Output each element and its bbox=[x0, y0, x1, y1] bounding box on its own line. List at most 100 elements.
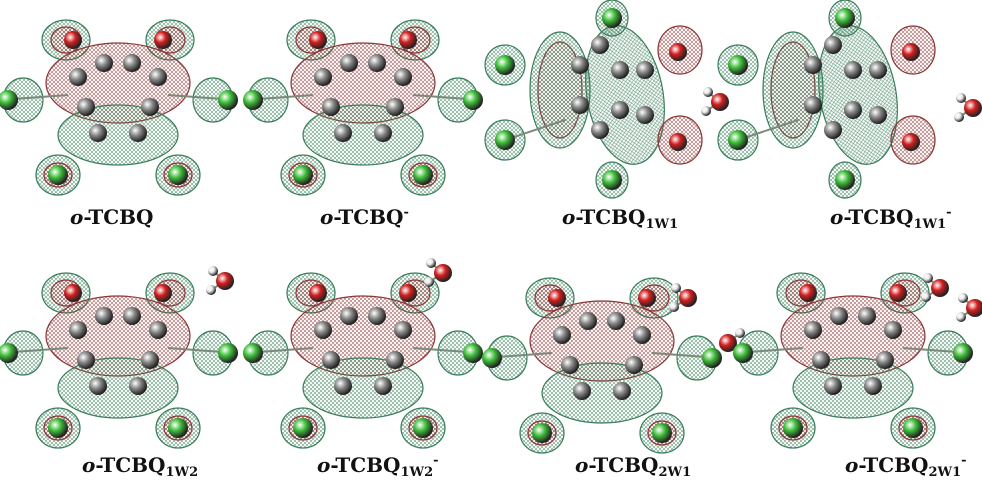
chlorine-atom bbox=[495, 130, 515, 150]
chlorine-atom bbox=[218, 343, 238, 363]
water-2-hydrogen bbox=[735, 328, 745, 338]
bond bbox=[504, 119, 566, 141]
chlorine-atom bbox=[48, 165, 68, 185]
chlorine-atom bbox=[293, 165, 313, 185]
carbon-atom bbox=[123, 54, 141, 72]
orbital-lobe-negative bbox=[302, 357, 424, 419]
panel-o-tcbq-1w2-anion: o-TCBQ1W2- bbox=[243, 243, 490, 486]
chlorine-atom bbox=[652, 423, 672, 443]
carbon-atom bbox=[95, 307, 113, 325]
carbon-atom bbox=[579, 312, 597, 330]
carbon-atom bbox=[830, 307, 848, 325]
carbon-atom bbox=[844, 101, 862, 119]
oxygen-atom bbox=[64, 31, 82, 49]
water-1-oxygen bbox=[711, 93, 729, 111]
carbon-atom bbox=[374, 124, 392, 142]
chlorine-atom bbox=[903, 418, 923, 438]
water-1-oxygen bbox=[679, 289, 697, 307]
carbon-atom bbox=[368, 307, 386, 325]
chlorine-atom bbox=[728, 55, 748, 75]
water-1-hydrogen bbox=[921, 292, 931, 302]
water-1-hydrogen bbox=[424, 277, 434, 287]
chlorine-atom bbox=[168, 418, 188, 438]
caption-o-tcbq-1w2-anion: o-TCBQ1W2- bbox=[317, 453, 439, 480]
carbon-atom bbox=[314, 321, 332, 339]
chlorine-atom bbox=[835, 170, 855, 190]
panel-o-tcbq-1w1-anion: o-TCBQ1W1- bbox=[717, 0, 982, 243]
chlorine-atom bbox=[413, 418, 433, 438]
bond bbox=[737, 119, 799, 141]
carbon-atom bbox=[633, 326, 651, 344]
oxygen-atom bbox=[889, 284, 907, 302]
carbon-atom bbox=[804, 96, 822, 114]
orbital-lobe-negative bbox=[541, 362, 663, 424]
molecule-o-tcbq-1w1-anion bbox=[717, 0, 982, 199]
carbon-atom bbox=[77, 351, 95, 369]
oxygen-atom bbox=[399, 31, 417, 49]
carbon-atom bbox=[89, 124, 107, 142]
carbon-atom bbox=[613, 382, 631, 400]
carbon-atom bbox=[571, 56, 589, 74]
oxygen-atom bbox=[154, 31, 172, 49]
oxygen-atom bbox=[669, 43, 687, 61]
chlorine-atom bbox=[482, 348, 502, 368]
orbital-lobe-negative bbox=[529, 31, 591, 149]
carbon-atom bbox=[340, 54, 358, 72]
oxygen-atom bbox=[64, 284, 82, 302]
oxygen-atom bbox=[902, 133, 920, 151]
oxygen-atom bbox=[309, 31, 327, 49]
water-1-hydrogen bbox=[206, 285, 216, 295]
chlorine-atom bbox=[413, 165, 433, 185]
water-2-oxygen bbox=[966, 299, 982, 317]
chlorine-atom bbox=[243, 343, 263, 363]
carbon-atom bbox=[607, 312, 625, 330]
chlorine-atom bbox=[495, 55, 515, 75]
oxygen-atom bbox=[548, 289, 566, 307]
water-1-oxygen bbox=[931, 279, 949, 297]
carbon-atom bbox=[314, 68, 332, 86]
water-1-hydrogen bbox=[701, 106, 711, 116]
carbon-atom bbox=[394, 68, 412, 86]
water-1-hydrogen bbox=[954, 112, 964, 122]
carbon-atom bbox=[591, 36, 609, 54]
carbon-atom bbox=[824, 121, 842, 139]
water-1-hydrogen bbox=[671, 283, 681, 293]
caption-o-tcbq-2w1: o-TCBQ2W1 bbox=[575, 453, 692, 480]
orbital-lobe-negative bbox=[57, 104, 179, 166]
carbon-atom bbox=[869, 106, 887, 124]
chlorine-atom bbox=[953, 343, 973, 363]
orbital-lobe-negative bbox=[762, 31, 824, 149]
caption-o-tcbq-2w1-anion: o-TCBQ2W1- bbox=[845, 453, 967, 480]
carbon-atom bbox=[334, 124, 352, 142]
carbon-atom bbox=[625, 356, 643, 374]
chlorine-atom bbox=[728, 130, 748, 150]
water-2-hydrogen bbox=[958, 293, 968, 303]
oxygen-atom bbox=[799, 284, 817, 302]
carbon-atom bbox=[611, 61, 629, 79]
caption-o-tcbq-anion: o-TCBQ- bbox=[320, 205, 409, 229]
chlorine-atom bbox=[783, 418, 803, 438]
water-1-hydrogen bbox=[669, 302, 679, 312]
chlorine-atom bbox=[602, 8, 622, 28]
carbon-atom bbox=[804, 321, 822, 339]
chlorine-atom bbox=[463, 343, 483, 363]
carbon-atom bbox=[876, 351, 894, 369]
carbon-atom bbox=[129, 124, 147, 142]
chlorine-atom bbox=[702, 348, 722, 368]
carbon-atom bbox=[374, 377, 392, 395]
water-1-oxygen bbox=[216, 272, 234, 290]
chlorine-atom bbox=[835, 8, 855, 28]
oxygen-atom bbox=[669, 133, 687, 151]
molecule-o-tcbq-2w1-anion bbox=[733, 272, 982, 449]
orbital-lobe-negative bbox=[792, 357, 914, 419]
carbon-atom bbox=[322, 351, 340, 369]
carbon-atom bbox=[636, 61, 654, 79]
carbon-atom bbox=[368, 54, 386, 72]
chlorine-atom bbox=[0, 90, 18, 110]
carbon-atom bbox=[636, 106, 654, 124]
carbon-atom bbox=[77, 98, 95, 116]
chlorine-atom bbox=[243, 90, 263, 110]
carbon-atom bbox=[149, 68, 167, 86]
molecule-o-tcbq bbox=[0, 19, 238, 196]
